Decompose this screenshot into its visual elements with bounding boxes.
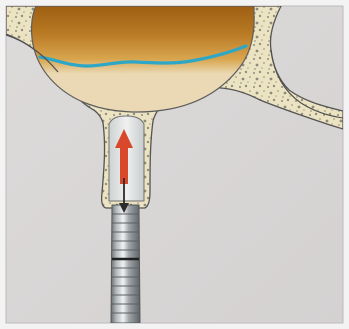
diagram-frame — [0, 0, 349, 329]
sinus-lift-diagram — [0, 0, 349, 329]
